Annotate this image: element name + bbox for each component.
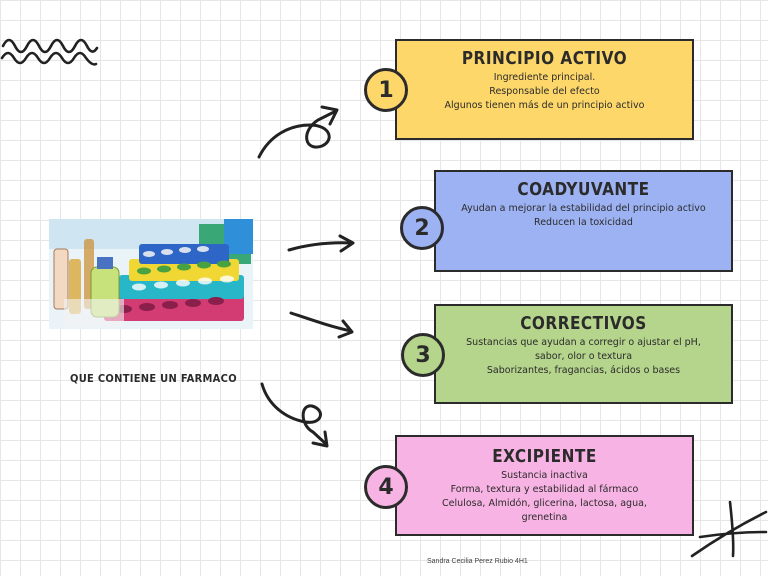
arrow-2 <box>287 241 354 252</box>
arrow-4 <box>260 382 328 446</box>
card-principio-activo: PRINCIPIO ACTIVO Ingrediente principal. … <box>395 39 694 140</box>
card-title: COADYUVANTE <box>517 179 650 201</box>
arrow-3 <box>289 311 353 333</box>
diagram-caption: QUE CONTIENE UN FARMACO <box>70 372 237 385</box>
card-title: EXCIPIENTE <box>492 446 597 468</box>
card-line: Ingrediente principal. <box>493 72 596 83</box>
number-badge-1: 1 <box>364 68 408 112</box>
arrow-2-head <box>338 234 355 253</box>
arrow-1-head <box>320 105 339 126</box>
card-line: Sustancia inactiva <box>501 470 588 481</box>
card-line: Saborizantes, fragancias, ácidos o bases <box>486 365 681 376</box>
number-badge-4: 4 <box>364 465 408 509</box>
card-line: Sustancias que ayudan a corregir o ajust… <box>466 337 701 348</box>
arrow-1 <box>257 109 338 159</box>
squiggle-top <box>1 38 99 54</box>
card-correctivos: CORRECTIVOS Sustancias que ayudan a corr… <box>434 304 733 404</box>
card-line: Responsable del efecto <box>489 86 600 97</box>
card-title: PRINCIPIO ACTIVO <box>461 48 628 70</box>
card-line: Algunos tienen más de un principio activ… <box>444 100 645 111</box>
squiggle-bottom <box>0 51 98 66</box>
arrow-3-head <box>337 319 354 339</box>
card-line: sabor, olor o textura <box>534 351 633 362</box>
arrow-4-head <box>311 430 329 448</box>
card-line: Forma, textura y estabilidad al fármaco <box>450 484 639 495</box>
card-title: CORRECTIVOS <box>520 313 647 335</box>
pills-image <box>49 219 253 329</box>
card-coadyuvante: COADYUVANTE Ayudan a mejorar la estabili… <box>434 170 733 272</box>
number-badge-2: 2 <box>400 206 444 250</box>
card-excipiente: EXCIPIENTE Sustancia inactiva Forma, tex… <box>395 435 694 536</box>
card-line: grenetina <box>521 512 568 523</box>
card-line: Ayudan a mejorar la estabilidad del prin… <box>461 203 706 214</box>
cross-mark <box>690 500 768 558</box>
card-line: Celulosa, Almidón, glicerina, lactosa, a… <box>442 498 647 509</box>
author-credit: Sandra Cecilia Perez Rubio 4H1 <box>427 558 528 565</box>
number-badge-3: 3 <box>401 333 445 377</box>
card-line: Reducen la toxicidad <box>534 217 633 228</box>
